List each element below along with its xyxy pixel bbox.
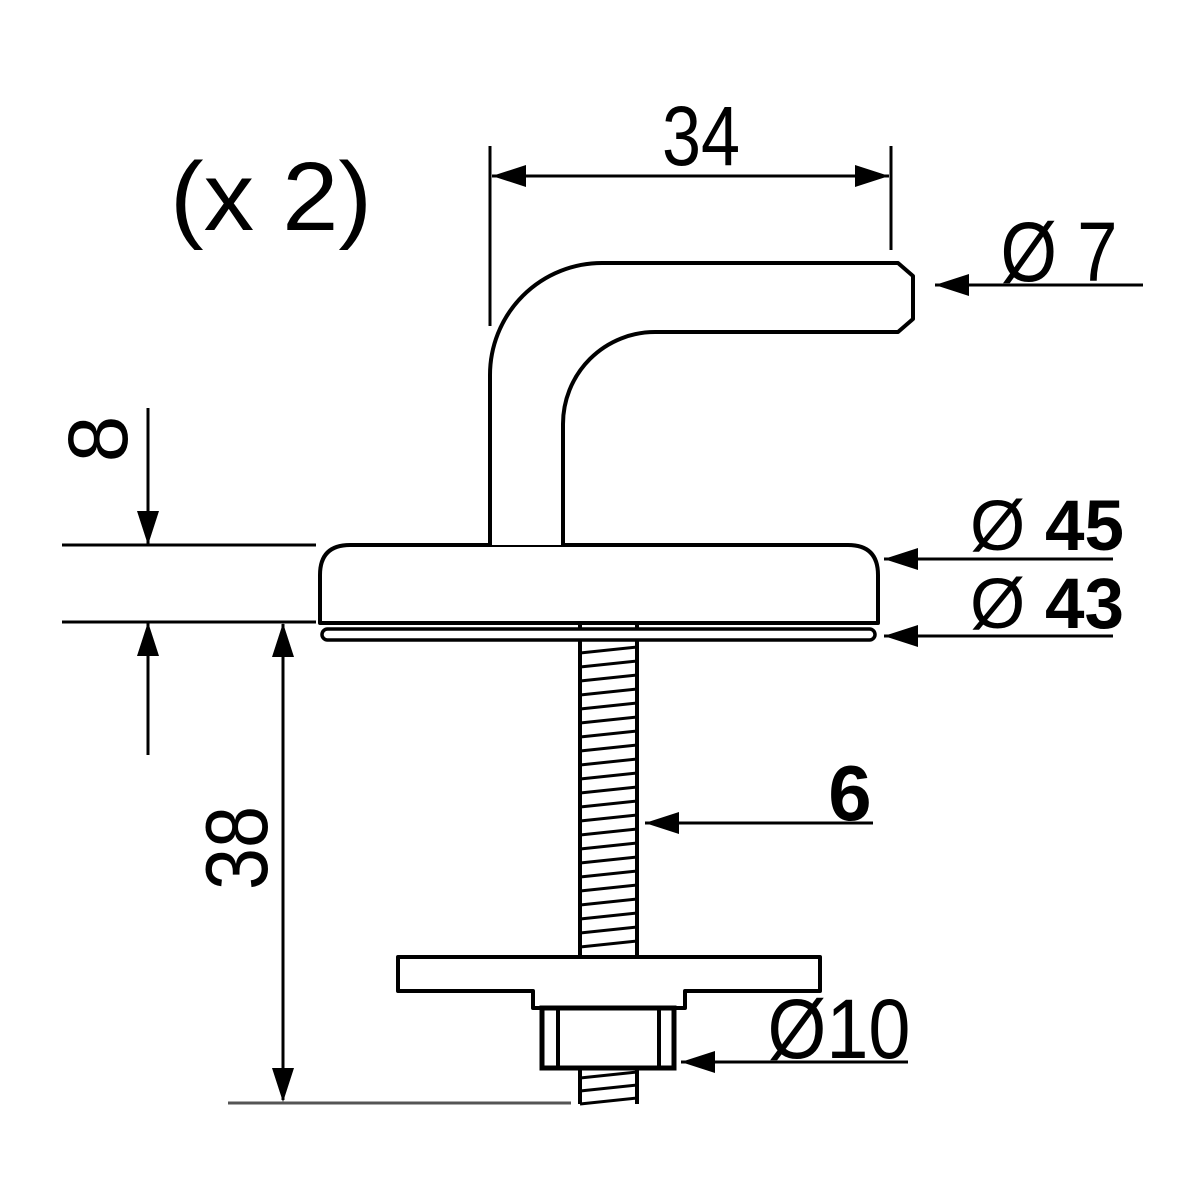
arrowhead-up: [137, 622, 159, 656]
threaded-rod-upper: [578, 623, 639, 957]
leader-nut-diameter: Ø10: [681, 982, 911, 1076]
hook-arm: [488, 261, 915, 545]
diameter-symbol: Ø: [970, 565, 1025, 644]
dim-cap-height: 8: [51, 408, 316, 755]
thread-hatching: [579, 645, 638, 949]
arrowhead-down: [137, 511, 159, 545]
leader-arm-diameter: Ø 7: [935, 205, 1143, 299]
dim-label-8: 8: [51, 416, 145, 463]
dim-label-34: 34: [662, 89, 740, 183]
diameter-symbol: Ø: [970, 487, 1025, 566]
arrowhead-left: [492, 165, 526, 187]
leader-thread-diameter: 6: [645, 749, 873, 837]
arrowhead: [884, 548, 918, 570]
arrowhead-right: [855, 165, 889, 187]
dim-label-d7: Ø 7: [1001, 205, 1118, 299]
cap-disc: [318, 543, 880, 625]
washer-plate: [320, 627, 877, 642]
threaded-rod-lower: [578, 1066, 639, 1106]
dim-label-6: 6: [828, 749, 871, 837]
leader-washer-diameter: Ø 43: [884, 565, 1124, 647]
arrowhead: [681, 1051, 715, 1073]
dim-hook-arm-length: 34: [488, 89, 893, 326]
arrowhead: [884, 625, 918, 647]
dim-label-d43: Ø 43: [970, 565, 1124, 644]
nut: [539, 1005, 677, 1071]
fixing-plate: [396, 955, 822, 1010]
leader-cap-diameter: Ø 45: [884, 487, 1124, 570]
arrowhead: [645, 812, 679, 834]
diameter-value: 45: [1045, 487, 1124, 566]
dim-bolt-length: 38: [187, 623, 294, 1102]
diameter-value: 43: [1045, 565, 1124, 644]
dim-label-d10: Ø10: [768, 982, 911, 1076]
dim-label-d45: Ø 45: [970, 487, 1124, 566]
dim-label-38: 38: [187, 806, 286, 890]
quantity-note: (x 2): [170, 142, 372, 251]
arrowhead: [935, 274, 969, 296]
arrowhead-up: [272, 623, 294, 657]
arrowhead-down: [272, 1068, 294, 1102]
